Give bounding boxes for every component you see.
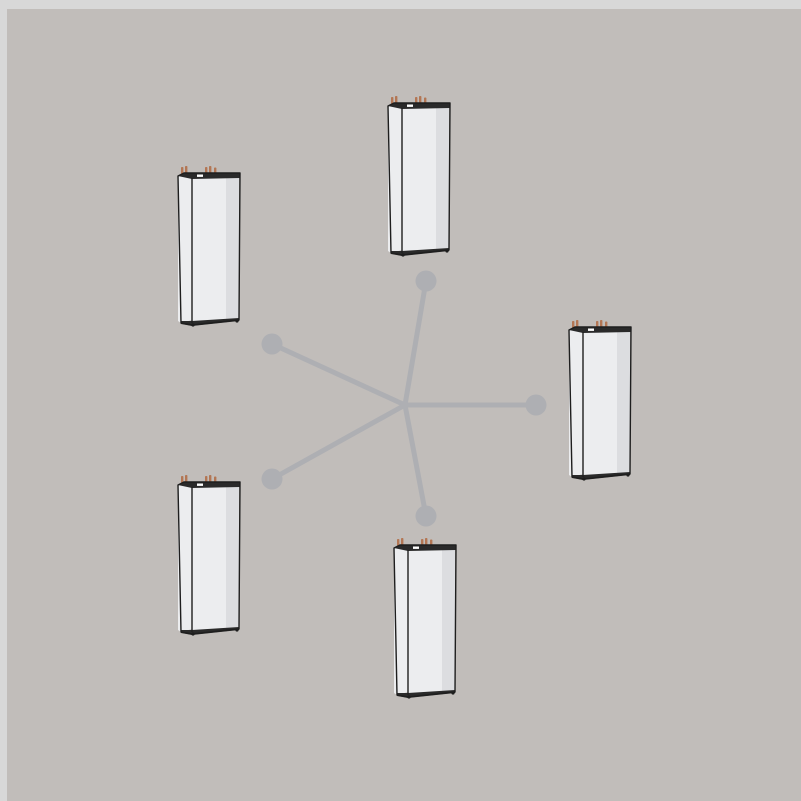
heat-pump-cabinet-icon — [393, 537, 457, 700]
heat-pump-unit-right — [568, 319, 632, 482]
heat-pump-unit-lower-left — [177, 474, 241, 637]
heat-pump-cabinet-icon — [177, 165, 241, 328]
heat-pump-unit-upper-left — [177, 165, 241, 328]
heat-pump-unit-top — [387, 95, 451, 258]
connector-line-upper-left — [269, 341, 408, 408]
central-hub — [402, 402, 408, 408]
heat-pump-cabinet-icon — [387, 95, 451, 258]
heat-pump-unit-bottom — [393, 537, 457, 700]
connector-group — [261, 270, 547, 527]
heat-pump-cabinet-icon — [177, 474, 241, 637]
connector-node-lower-left — [261, 468, 283, 490]
connector-node-top — [415, 270, 437, 292]
connector-node-upper-left — [261, 333, 283, 355]
connector-line-bottom — [402, 402, 429, 519]
heat-pump-cabinet-icon — [568, 319, 632, 482]
connector-node-bottom — [415, 505, 437, 527]
connector-line-top — [402, 278, 429, 408]
connector-line-lower-left — [269, 402, 408, 482]
connector-node-right — [525, 394, 547, 416]
